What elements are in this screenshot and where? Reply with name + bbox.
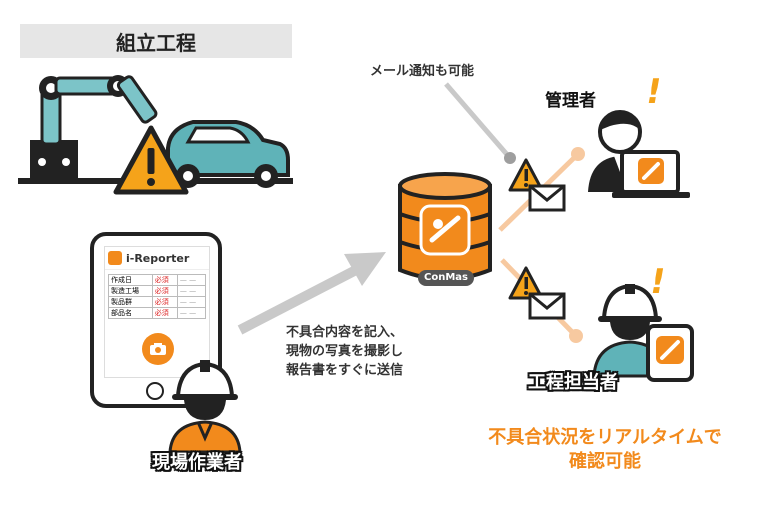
form-label: 作成日 bbox=[108, 274, 153, 286]
tablet-screen: i-Reporter 作成日必須— — 製造工場必須— — 製品群必須— — 部… bbox=[104, 246, 210, 378]
manager-exclaim-icon: ! bbox=[642, 72, 666, 112]
home-button[interactable] bbox=[146, 382, 164, 400]
manager-alert bbox=[508, 158, 566, 212]
form-row[interactable]: 部品名必須— — bbox=[108, 307, 207, 319]
form-value[interactable]: — — bbox=[176, 307, 207, 319]
form-label: 部品名 bbox=[108, 307, 153, 319]
app-name: i-Reporter bbox=[126, 251, 190, 265]
manager-label: 管理者 bbox=[545, 91, 596, 111]
form-row[interactable]: 製造工場必須— — bbox=[108, 285, 207, 297]
tablet-device: i-Reporter 作成日必須— — 製造工場必須— — 製品群必須— — 部… bbox=[90, 232, 222, 408]
required-badge: 必須 bbox=[151, 274, 178, 286]
required-badge: 必須 bbox=[151, 285, 178, 297]
send-line-2: 現物の写真を撮影し bbox=[286, 344, 404, 359]
worker-figure bbox=[168, 360, 242, 453]
realtime-line-2: 確認可能 bbox=[569, 451, 641, 472]
send-description: 不具合内容を記入、 現物の写真を撮影し 報告書をすぐに送信 bbox=[286, 323, 403, 380]
app-logo-icon bbox=[108, 251, 122, 265]
manager-figure bbox=[588, 110, 690, 198]
realtime-description: 不具合状況をリアルタイムで 確認可能 bbox=[470, 426, 740, 474]
send-line-1: 不具合内容を記入、 bbox=[286, 325, 404, 340]
form-row[interactable]: 作成日必須— — bbox=[108, 274, 207, 286]
form-row[interactable]: 製品群必須— — bbox=[108, 296, 207, 308]
worker-label: 現場作業者 bbox=[152, 452, 242, 473]
camera-icon bbox=[150, 343, 166, 355]
engineer-alert bbox=[508, 266, 566, 320]
db-label: ConMas bbox=[418, 270, 474, 286]
report-form: 作成日必須— — 製造工場必須— — 製品群必須— — 部品名必須— — bbox=[108, 274, 207, 319]
engineer-figure bbox=[592, 284, 694, 382]
mail-note: メール通知も可能 bbox=[370, 64, 475, 79]
form-label: 製造工場 bbox=[108, 285, 153, 297]
form-value[interactable]: — — bbox=[176, 285, 207, 297]
camera-button[interactable] bbox=[142, 333, 174, 365]
realtime-line-1: 不具合状況をリアルタイムで bbox=[488, 427, 722, 448]
conmas-database bbox=[398, 172, 492, 281]
send-arrow bbox=[237, 252, 386, 335]
mail-note-pointer bbox=[444, 82, 516, 164]
required-badge: 必須 bbox=[151, 296, 178, 308]
send-line-3: 報告書をすぐに送信 bbox=[286, 363, 404, 378]
app-header: i-Reporter bbox=[105, 247, 209, 270]
engineer-label: 工程担当者 bbox=[528, 372, 618, 393]
form-label: 製品群 bbox=[108, 296, 153, 308]
process-title: 組立工程 bbox=[20, 24, 292, 58]
assembly-scene bbox=[18, 75, 293, 195]
form-value[interactable]: — — bbox=[176, 296, 207, 308]
form-value[interactable]: — — bbox=[176, 274, 207, 286]
required-badge: 必須 bbox=[151, 307, 178, 319]
